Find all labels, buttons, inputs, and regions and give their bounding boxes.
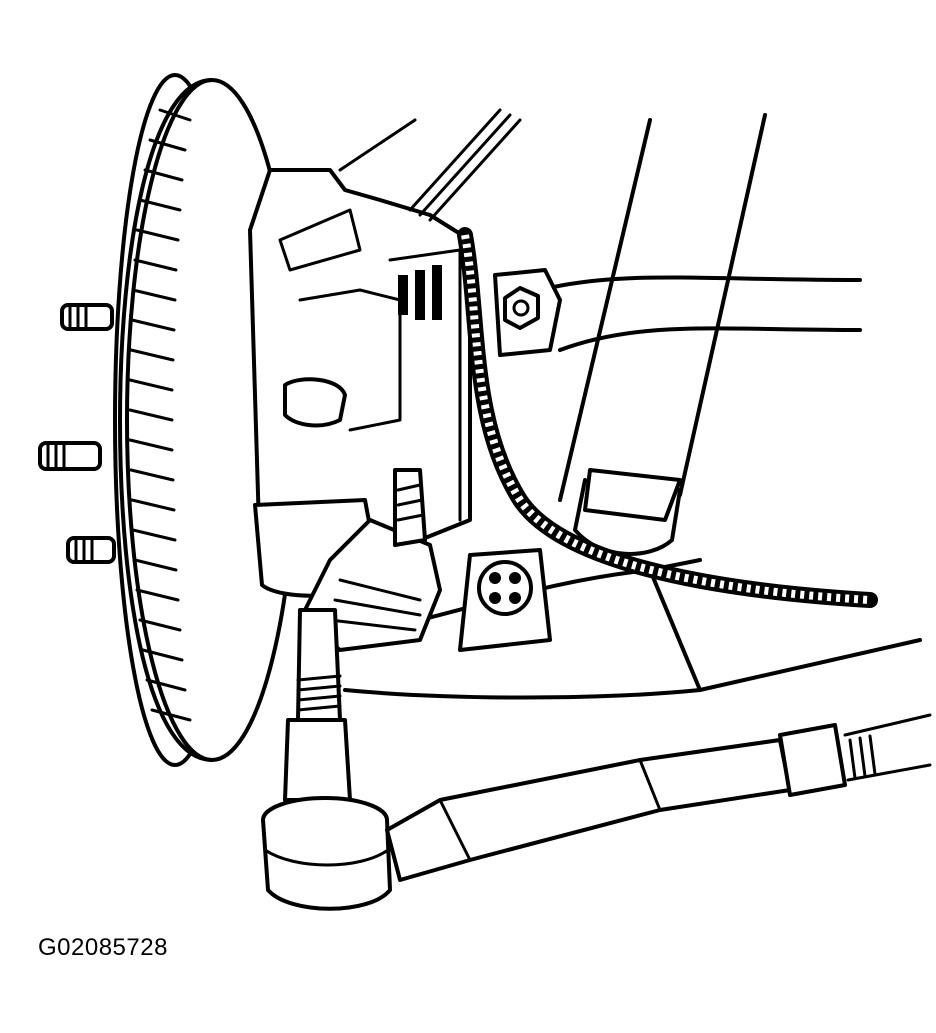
tie-rod-stud <box>283 608 352 802</box>
harness-bracket-bolt <box>493 268 562 357</box>
upper-control-arm <box>538 113 862 502</box>
sensor-connector <box>458 548 552 652</box>
figure-code: G02085728 <box>38 934 168 961</box>
shock-absorber <box>573 468 682 556</box>
tie-rod-end <box>261 713 932 911</box>
abs-sensor-harness <box>338 108 878 608</box>
wheel-studs <box>38 303 116 564</box>
tone-ring <box>128 108 192 722</box>
